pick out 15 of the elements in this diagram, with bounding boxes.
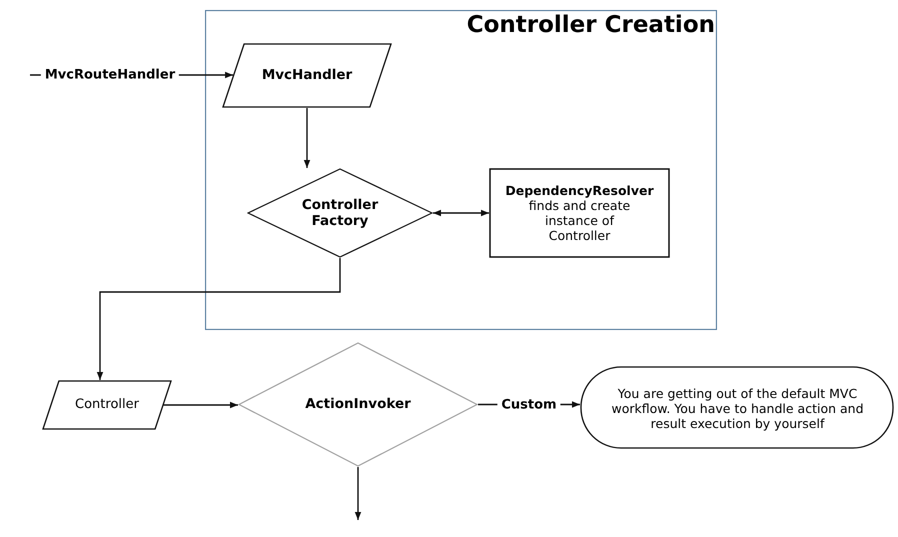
edge-label: MvcRouteHandler	[40, 68, 180, 82]
node-label: MvcHandler	[262, 67, 352, 84]
arrow	[304, 108, 310, 168]
node-label: You are getting out of the default MVC workflow. You have to handle action and result execution by yourself	[610, 386, 865, 430]
edge-label: Custom	[497, 398, 561, 411]
node-label: Controller Factory	[300, 196, 380, 230]
arrow	[354, 467, 362, 520]
node-label: Controller	[75, 397, 139, 413]
group-title: Controller Creation	[466, 14, 715, 37]
arrow	[164, 402, 238, 408]
node-label: ActionInvoker	[305, 396, 411, 413]
box-text: finds and create instance of Controller	[528, 198, 632, 243]
box-heading: DependencyResolver	[505, 183, 654, 198]
arrow	[433, 210, 489, 216]
arrow	[96, 258, 341, 380]
